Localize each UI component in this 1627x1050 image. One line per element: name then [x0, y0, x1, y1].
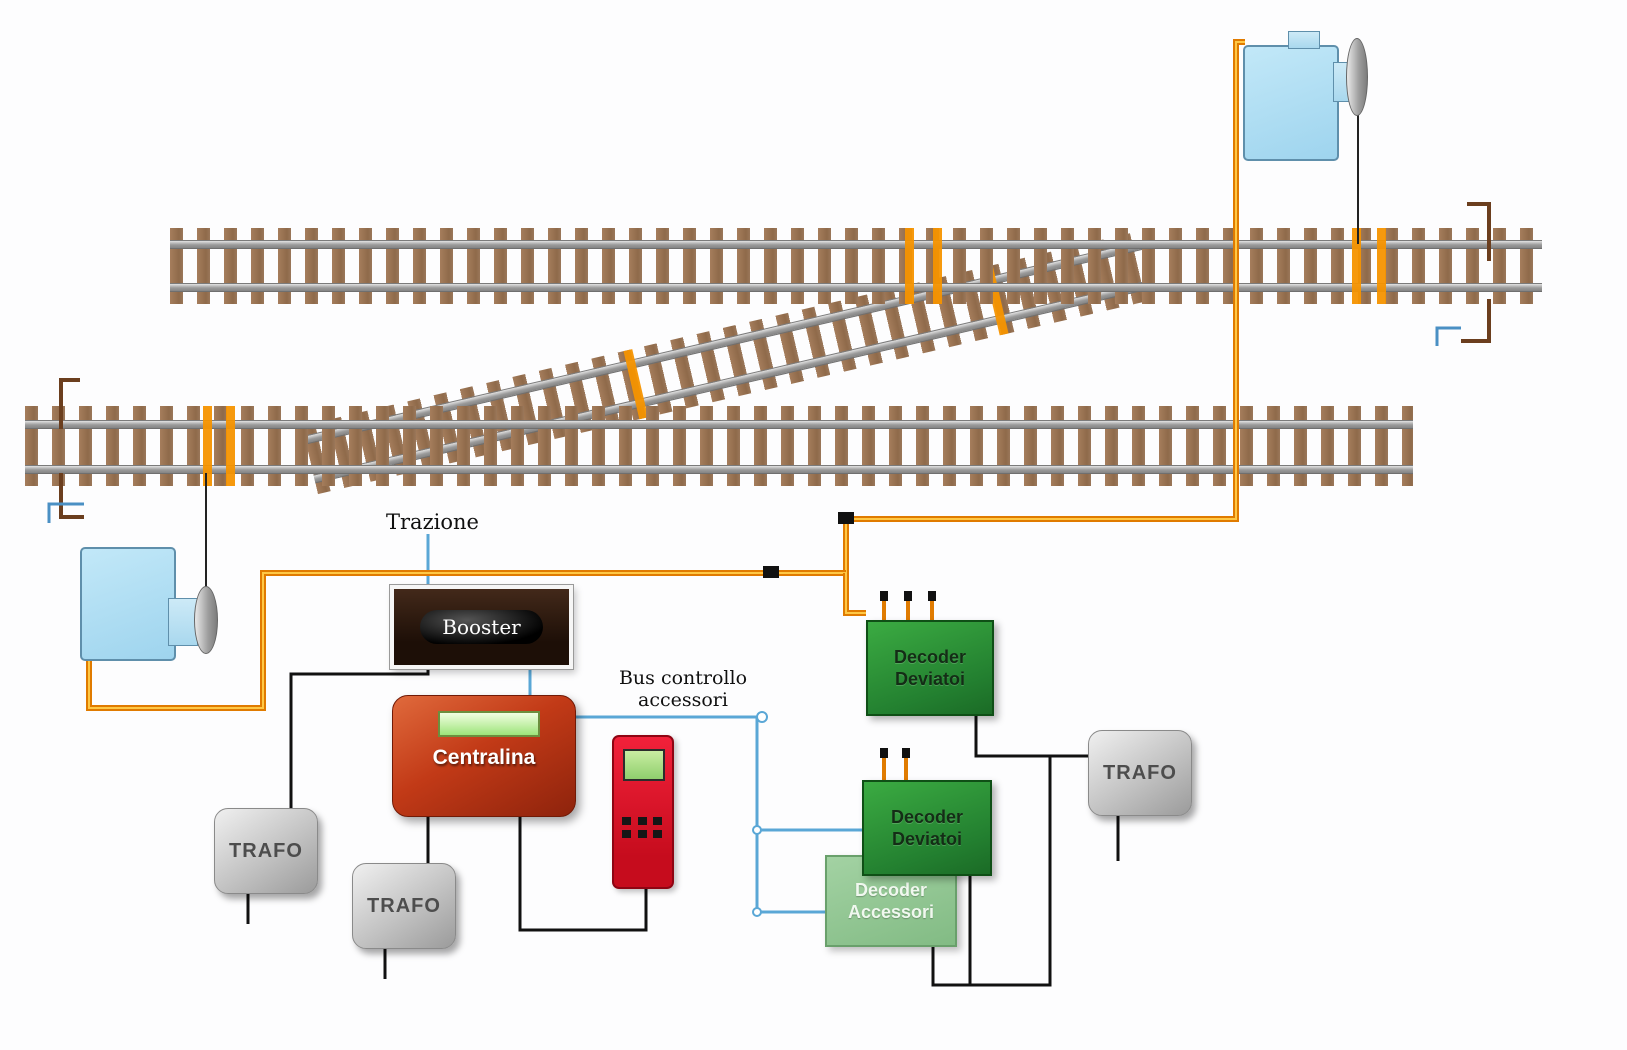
- bus-node: [756, 711, 768, 723]
- decoder1-plug-tip: [880, 591, 888, 601]
- switch-machine-right: [1243, 45, 1339, 161]
- switch-machine-right-tab: [1288, 31, 1320, 49]
- insulated-joint-marker: [203, 406, 212, 486]
- trafo-3-label: TRAFO: [1103, 761, 1177, 784]
- insulated-joint-marker: [905, 228, 914, 304]
- track-rail: [25, 465, 1413, 474]
- centralina-display: [438, 711, 540, 737]
- controller-button: [622, 817, 631, 825]
- decoder2-plug-tip: [880, 748, 888, 758]
- decoder1-plug-tip: [928, 591, 936, 601]
- centralina-label: Centralina: [432, 746, 536, 769]
- track-bottom: [25, 406, 1413, 486]
- decoder-deviatoi-1-label-line2: Deviatoi: [894, 669, 966, 689]
- track-top: [170, 228, 1542, 304]
- insulated-joint-marker: [933, 228, 942, 304]
- label-bus-controllo: Bus controllo accessori: [608, 667, 758, 712]
- trafo-1-label: TRAFO: [229, 839, 303, 862]
- decoder-deviatoi-1-box: Decoder Deviatoi: [866, 620, 994, 716]
- bus-node: [752, 907, 762, 917]
- wire-connector: [838, 512, 854, 524]
- switch-machine-right-disc: [1346, 38, 1368, 116]
- insulated-joint-marker: [226, 406, 235, 486]
- insulated-joint-marker: [1352, 228, 1361, 304]
- handheld-controller: [612, 735, 674, 889]
- label-trazione: Trazione: [386, 510, 479, 534]
- track-end-clip: [1461, 299, 1491, 343]
- decoder1-plug-tip: [904, 591, 912, 601]
- controller-button: [637, 830, 647, 838]
- controller-button: [653, 817, 663, 825]
- wire-decoder1-to-trafo3: [974, 712, 1088, 758]
- decoder-accessori-label-line2: Accessori: [847, 902, 935, 922]
- wire-connector: [763, 566, 779, 578]
- decoder-deviatoi-2-box: Decoder Deviatoi: [862, 780, 992, 876]
- controller-button: [653, 830, 663, 838]
- decoder-deviatoi-2-label-line2: Deviatoi: [891, 829, 963, 849]
- insulated-joint-marker: [1377, 228, 1386, 304]
- trafo-1-box: TRAFO: [214, 808, 318, 894]
- booster-box: Booster: [390, 585, 573, 669]
- controller-screen: [623, 749, 665, 781]
- decoder-deviatoi-2-label-line1: Decoder: [890, 806, 964, 827]
- controller-button: [637, 817, 647, 825]
- controller-keypad: [622, 817, 664, 838]
- track-end-clip-blue: [47, 502, 84, 523]
- switch-machine-left-disc: [194, 586, 218, 654]
- switch-machine-left: [80, 547, 176, 661]
- label-bus-controllo-line2: accessori: [638, 688, 728, 711]
- track-rail: [25, 420, 1413, 429]
- wire-power-to-decoder1: [843, 573, 866, 616]
- decoder2-plug-tip: [902, 748, 910, 758]
- trafo-2-label: TRAFO: [367, 894, 441, 917]
- track-rail: [170, 283, 1542, 292]
- bus-node: [752, 825, 762, 835]
- track-end-clip-blue: [1435, 326, 1461, 346]
- booster-label: Booster: [420, 610, 543, 644]
- track-rail: [170, 240, 1542, 249]
- centralina-box: Centralina: [392, 695, 576, 817]
- trafo-3-box: TRAFO: [1088, 730, 1192, 816]
- controller-button: [622, 830, 631, 838]
- wire-power-to-decoder1-inner: [845, 573, 866, 614]
- trafo-2-box: TRAFO: [352, 863, 456, 949]
- label-bus-controllo-line1: Bus controllo: [618, 667, 748, 689]
- decoder-accessori-label-line1: Decoder: [854, 879, 928, 900]
- decoder-deviatoi-1-label-line1: Decoder: [893, 646, 967, 667]
